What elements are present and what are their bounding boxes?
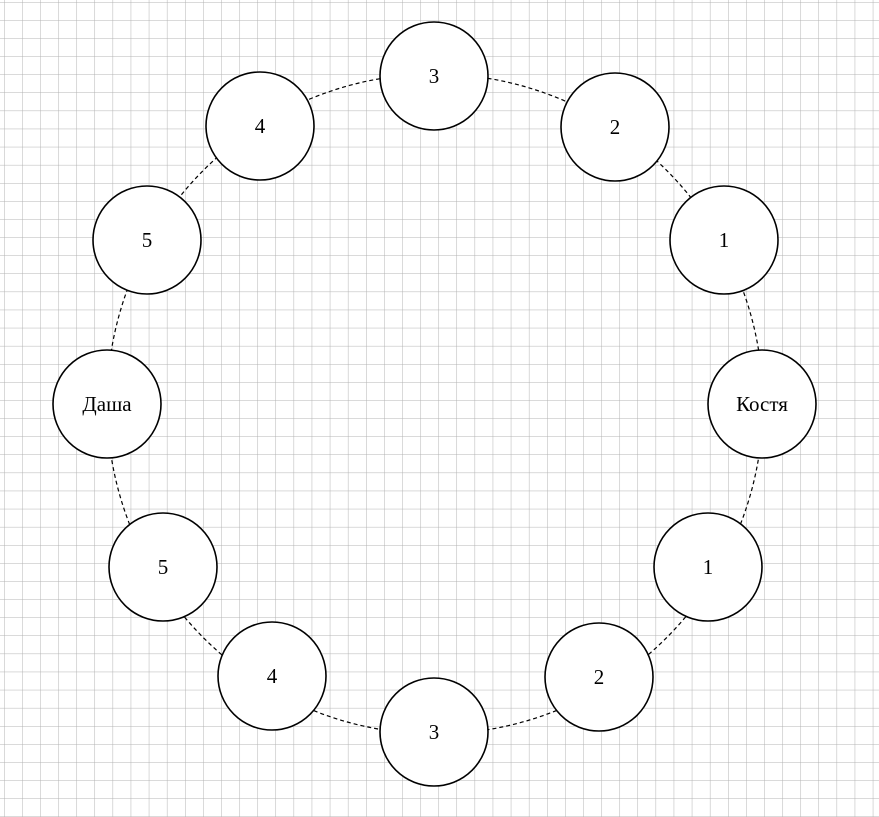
node-label: Даша xyxy=(82,392,132,416)
node-circle xyxy=(217,621,327,731)
node-upper-left-1: 5 xyxy=(92,185,202,295)
node-right: Костя xyxy=(707,349,817,459)
node-circle xyxy=(653,512,763,622)
node-label: 1 xyxy=(719,228,730,252)
node-label: 2 xyxy=(610,115,621,139)
node-label: 3 xyxy=(429,720,440,744)
node-lower-right-1: 1 xyxy=(653,512,763,622)
node-circle xyxy=(52,349,162,459)
node-label: 4 xyxy=(267,664,278,688)
node-circle xyxy=(379,677,489,787)
node-upper-left-2: 4 xyxy=(205,71,315,181)
node-circle xyxy=(92,185,202,295)
node-circle xyxy=(560,72,670,182)
node-bottom: 3 xyxy=(379,677,489,787)
node-top: 3 xyxy=(379,21,489,131)
node-circle xyxy=(544,622,654,732)
node-left: Даша xyxy=(52,349,162,459)
node-circle xyxy=(669,185,779,295)
node-label: 2 xyxy=(594,665,605,689)
node-circle xyxy=(205,71,315,181)
node-upper-right-1: 2 xyxy=(560,72,670,182)
node-label: 5 xyxy=(158,555,169,579)
node-lower-right-2: 2 xyxy=(544,622,654,732)
node-label: 1 xyxy=(703,555,714,579)
node-label: 4 xyxy=(255,114,266,138)
node-label: 5 xyxy=(142,228,153,252)
node-circle xyxy=(108,512,218,622)
node-label: 3 xyxy=(429,64,440,88)
node-lower-left-1: 4 xyxy=(217,621,327,731)
node-label: Костя xyxy=(736,392,788,416)
node-circle xyxy=(379,21,489,131)
node-lower-left-2: 5 xyxy=(108,512,218,622)
node-circle xyxy=(707,349,817,459)
node-upper-right-2: 1 xyxy=(669,185,779,295)
